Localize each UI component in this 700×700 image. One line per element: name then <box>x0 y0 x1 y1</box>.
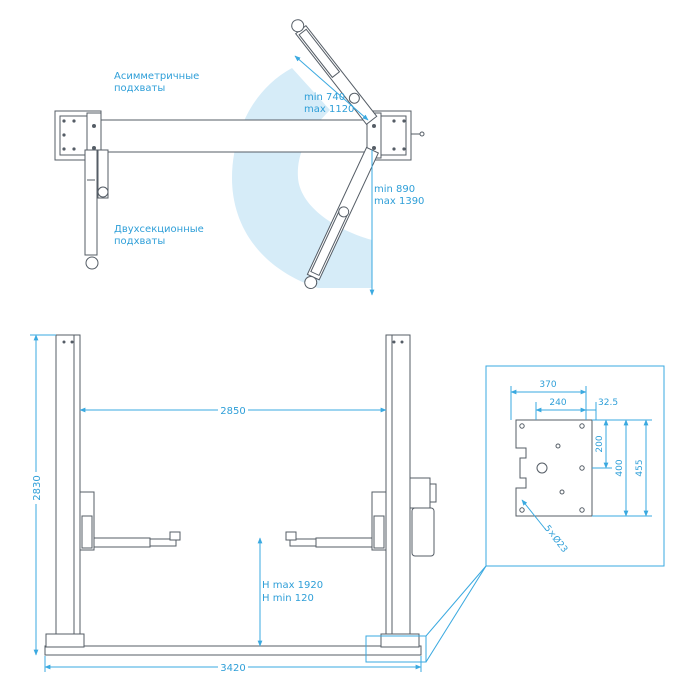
plate-height-455: 455 <box>635 459 645 476</box>
height-value: 2830 <box>32 475 43 500</box>
short-arm-dimension-line <box>294 55 369 121</box>
cross-beam <box>100 119 368 153</box>
lift-height-max: H max 1920 <box>262 580 323 591</box>
inner-width-value: 2850 <box>220 406 245 417</box>
two-section-arms-label: Двухсекционные <box>114 224 204 235</box>
floor-base <box>44 645 422 656</box>
plate-holes: 5×Ø23 <box>542 523 570 555</box>
front-view: 2850 3420 2830 H max 1920 H min 120 <box>29 334 487 674</box>
plate-offset-32: 32.5 <box>598 398 618 408</box>
two-section-arms <box>84 149 109 270</box>
plate-height-200: 200 <box>595 435 605 452</box>
total-width-value: 3420 <box>220 663 245 674</box>
top-view: Асимметричные подхваты Двухсекционные по… <box>54 19 425 296</box>
plate-height-400: 400 <box>615 459 625 476</box>
hydraulic-pump-unit <box>409 477 437 557</box>
detail-frame <box>485 365 665 567</box>
asymmetric-arms-label: Асимметричные <box>114 71 199 82</box>
left-column <box>45 334 85 648</box>
base-plate-detail: 370 240 32.5 200 400 455 5×Ø23 <box>485 365 665 567</box>
short-arm-max: max 1120 <box>304 104 354 115</box>
long-arm-min: min 890 <box>374 184 415 195</box>
two-section-arms-label-2: подхваты <box>114 236 165 247</box>
left-carriage-arm <box>79 491 181 551</box>
plate-width-240: 240 <box>549 398 566 408</box>
right-carriage-arm <box>285 491 387 551</box>
lift-height-min: H min 120 <box>262 593 314 604</box>
right-column-plate <box>366 110 425 161</box>
short-arm-min: min 740 <box>304 92 345 103</box>
long-arm-max: max 1390 <box>374 196 424 207</box>
asymmetric-arms-label-2: подхваты <box>114 83 165 94</box>
base-detail-marker <box>365 635 427 663</box>
plate-width-370: 370 <box>539 380 556 390</box>
